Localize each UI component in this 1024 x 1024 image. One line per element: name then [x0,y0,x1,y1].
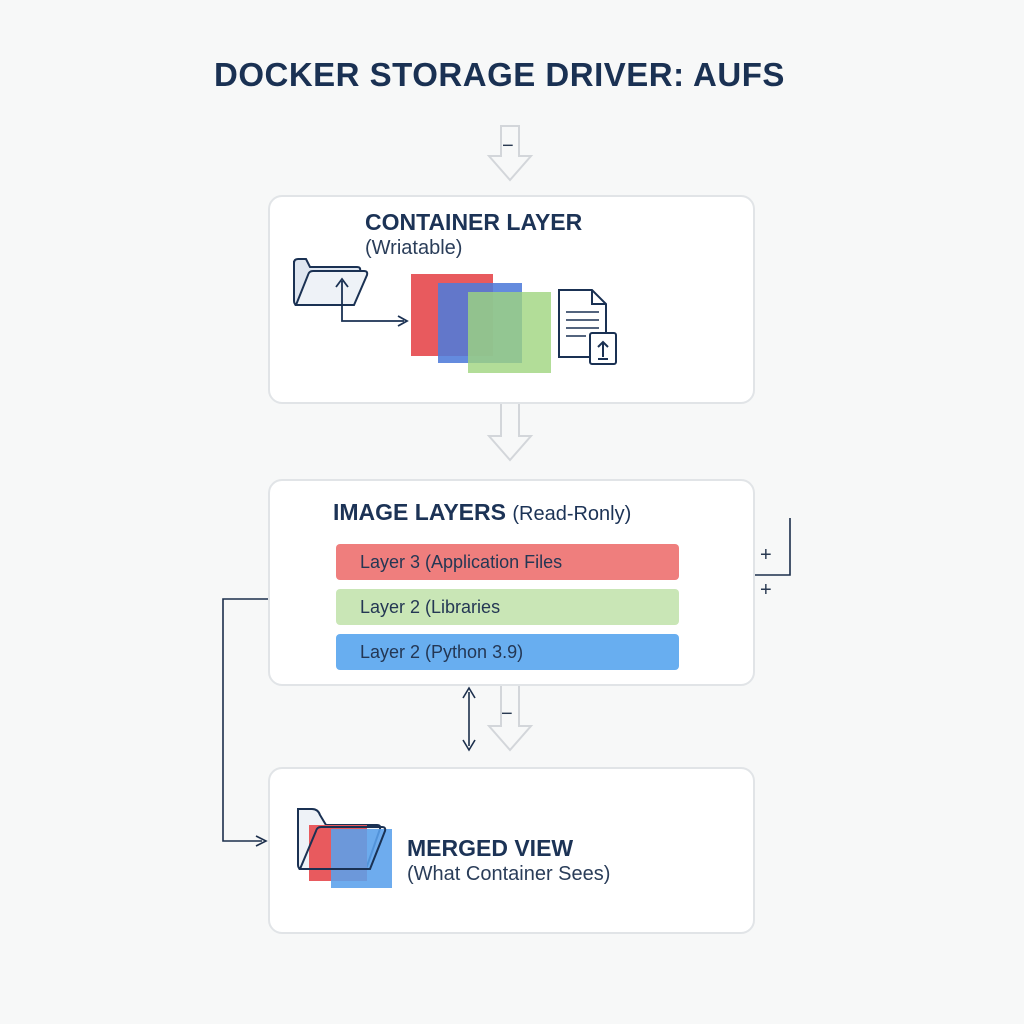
double-arrow-head-down [462,739,476,752]
image-layers-panel: IMAGE LAYERS (Read-Ronly) Layer 3 (Appli… [268,479,755,686]
merged-folder-graphic [297,808,392,888]
plus-marker-right-upper: + [760,544,772,566]
merged-view-heading: MERGED VIEW [407,835,574,861]
layer-application-files: Layer 3 (Application Files [336,544,679,580]
merged-view-panel: MERGED VIEW (What Container Sees) [268,767,755,934]
double-arrow-head-up [462,686,476,699]
stack-arrow-head [397,315,409,327]
folder-icon [293,258,369,306]
down-arrow-middle [486,401,534,462]
image-layers-heading: IMAGE LAYERS [333,499,506,525]
left-connector-head-bottom [255,835,268,847]
green-layer-square [468,292,551,373]
minus-marker-bottom: − [501,703,513,725]
image-layers-subheading: (Read-Ronly) [512,503,632,525]
minus-marker-top: − [502,135,514,157]
container-layer-panel: CONTAINER LAYER (Wriatable) [268,195,755,404]
merged-view-subheading: (What Container Sees) [407,863,611,885]
diagram-title: DOCKER STORAGE DRIVER: AUFS [214,56,785,93]
container-layer-graphic [293,258,617,373]
folder-to-stack-arrow [335,277,404,322]
plus-marker-right-lower: + [760,579,772,601]
merged-folder-icon [297,808,392,888]
container-layer-heading: CONTAINER LAYER [365,209,583,235]
image-layers-heading-row: IMAGE LAYERS (Read-Ronly) [333,499,631,526]
upload-badge-icon [589,332,617,365]
layer-libraries: Layer 2 (Libraries [336,589,679,625]
layer-python: Layer 2 (Python 3.9) [336,634,679,670]
container-layer-subheading: (Wriatable) [365,237,463,259]
